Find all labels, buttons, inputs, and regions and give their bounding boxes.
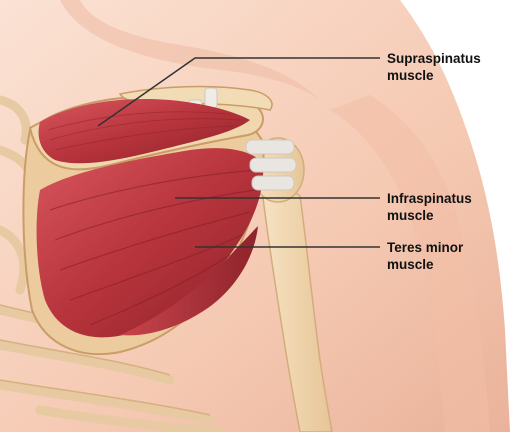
label-teres-minor-muscle: Teres minor muscle — [387, 239, 463, 273]
label-supraspinatus-muscle: Supraspinatus muscle — [387, 50, 481, 84]
rotator-cuff-tendons — [246, 140, 296, 190]
label-infraspinatus-muscle: Infraspinatus muscle — [387, 190, 472, 224]
